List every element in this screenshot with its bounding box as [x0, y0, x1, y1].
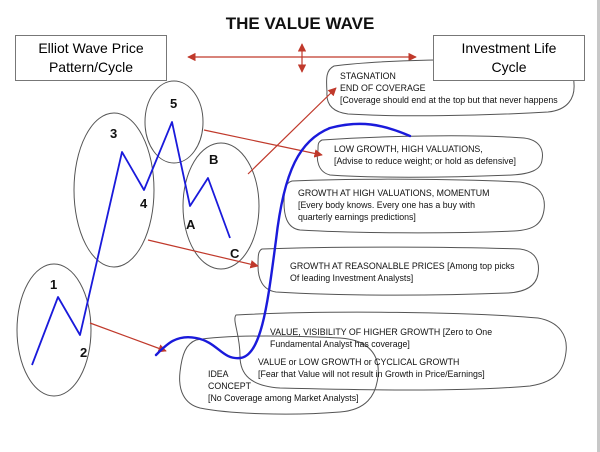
elliott-box-line2: Pattern/Cycle [48, 59, 134, 75]
life-cycle-curve [154, 122, 412, 360]
wave-label-2: 2 [80, 345, 88, 360]
idea-line2: CONCEPT [208, 381, 252, 391]
wave-label-4: 4 [140, 196, 148, 211]
elliott-box-line1: Elliot Wave Price [38, 40, 144, 56]
garp-cloud [257, 246, 539, 296]
visibility-line1: VALUE, VISIBILITY OF HIGHER GROWTH [Zero… [270, 327, 493, 337]
low-growth-line1: LOW GROWTH, HIGH VALUATIONS, [334, 144, 483, 154]
wave-label-3: 3 [110, 126, 118, 141]
idea-cloud [179, 335, 379, 415]
stagnation-line3: [Coverage should end at the top but that… [340, 95, 558, 105]
arrow-wave5-to-low-growth [203, 129, 323, 158]
investment-life-cycle-box: Investment Life Cycle [433, 35, 585, 81]
wave-label-5: 5 [170, 96, 178, 111]
low-growth-line2: [Advise to reduce weight; or hold as def… [334, 156, 516, 166]
stagnation-line2: END OF COVERAGE [340, 83, 426, 93]
arrow-waveB-to-stagnation [247, 87, 337, 175]
wave-label-B: B [209, 152, 219, 167]
elliott-wave-title-box: Elliot Wave Price Pattern/Cycle [15, 35, 167, 81]
arrow-wave4-to-garp [147, 239, 259, 269]
stage-growth-reasonable-prices: GROWTH AT REASONALBLE PRICES [Among top … [290, 260, 515, 284]
visibility-value-cloud [234, 311, 567, 391]
wave-1-2-ellipse [16, 263, 92, 397]
wave-5-ellipse [144, 80, 204, 164]
wave-label-A: A [186, 217, 196, 232]
garp-line2: Of leading Investment Analysts] [290, 273, 414, 283]
wave-abc-ellipse [182, 142, 260, 270]
page-title: THE VALUE WAVE [225, 14, 375, 33]
stage-idea-concept: IDEA CONCEPT [No Coverage among Market A… [208, 368, 359, 404]
garp-line1: GROWTH AT REASONALBLE PRICES [Among top … [290, 261, 515, 271]
stage-stagnation: STAGNATION END OF COVERAGE [Coverage sho… [340, 70, 558, 106]
wave-label-1: 1 [50, 277, 58, 292]
stage-value-low-growth: VALUE or LOW GROWTH or CYCLICAL GROWTH [… [258, 356, 485, 380]
growth-high-val-cloud [283, 178, 545, 234]
growth-high-val-line1: GROWTH AT HIGH VALUATIONS, MOMENTUM [298, 188, 490, 198]
arrow-wave2-to-idea [89, 322, 167, 353]
growth-high-val-line2: [Every body knows. Every one has a buy w… [298, 200, 476, 210]
idea-line1: IDEA [208, 369, 229, 379]
stage-visibility-higher-growth: VALUE, VISIBILITY OF HIGHER GROWTH [Zero… [270, 326, 492, 350]
idea-line3: [No Coverage among Market Analysts] [208, 393, 359, 403]
wave-label-C: C [230, 246, 240, 261]
growth-high-val-line3: quarterly earnings predictions] [298, 212, 416, 222]
life-cycle-box-line1: Investment Life [461, 40, 557, 56]
elliott-wave-line [31, 121, 231, 366]
value-line1: VALUE or LOW GROWTH or CYCLICAL GROWTH [258, 357, 460, 367]
stagnation-line1: STAGNATION [340, 71, 396, 81]
stage-growth-high-valuations: GROWTH AT HIGH VALUATIONS, MOMENTUM [Eve… [298, 187, 489, 223]
value-line2: [Fear that Value will not result in Grow… [258, 369, 485, 379]
page-edge-shadow [597, 0, 600, 452]
wave-3-4-ellipse [73, 112, 155, 268]
visibility-line2: Fundamental Analyst has coverage] [270, 339, 410, 349]
stage-low-growth-high-valuations: LOW GROWTH, HIGH VALUATIONS, [Advise to … [334, 143, 516, 167]
life-cycle-box-line2: Cycle [491, 59, 527, 75]
